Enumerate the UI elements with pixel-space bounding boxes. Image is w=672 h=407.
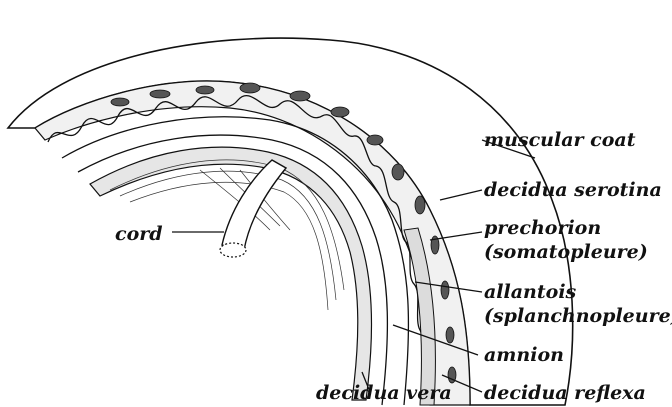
label-muscular-coat: muscular coat xyxy=(484,129,636,151)
label-splanchnopleure: (splanchnopleure) xyxy=(484,305,672,327)
cord-end xyxy=(220,243,246,257)
decidua-vera-band xyxy=(90,147,372,400)
umbilical-cord xyxy=(222,160,286,250)
label-decidua-vera: decidua vera xyxy=(316,382,452,404)
label-cord: cord xyxy=(115,223,163,245)
label-somatopleure: (somatopleure) xyxy=(484,241,648,263)
label-amnion: amnion xyxy=(484,344,564,366)
label-decidua-reflexa: decidua reflexa xyxy=(484,382,646,404)
label-decidua-serotina: decidua serotina xyxy=(484,179,662,201)
label-prechorion: prechorion xyxy=(484,217,601,239)
label-allantois: allantois xyxy=(484,281,577,303)
